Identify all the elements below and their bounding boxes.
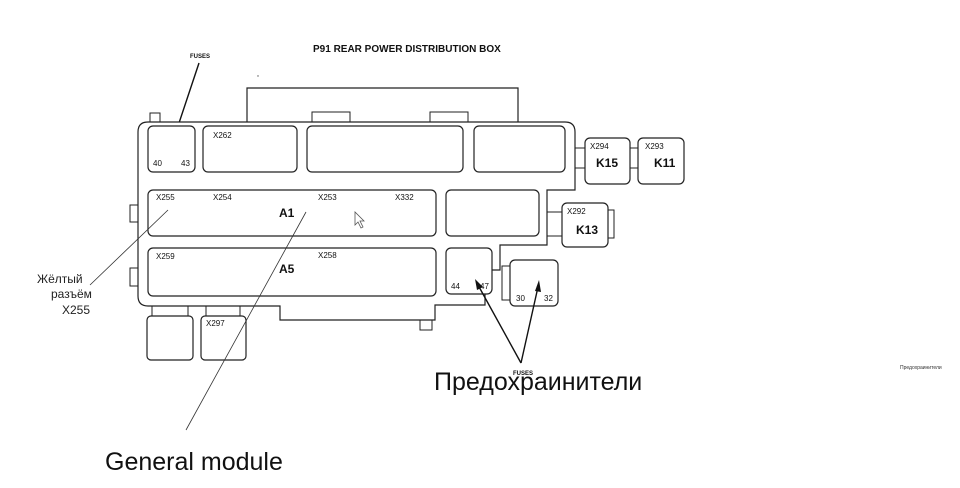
fuse-number-40: 40 xyxy=(153,159,162,168)
mid-right-cell xyxy=(445,189,540,237)
annotation-yellow-line2: разъём xyxy=(51,287,92,301)
fuse-number-44: 44 xyxy=(451,282,460,291)
annotation-fuses-ru-small: Предохраинители xyxy=(900,365,942,371)
fuse-block-30-32-bracket xyxy=(501,265,510,301)
fuses-bottom-arrow-left xyxy=(477,284,522,364)
k11-stem xyxy=(630,147,638,169)
leader-yellow-connector xyxy=(89,209,169,286)
relay-k15-box xyxy=(584,137,631,185)
connector-x297-label: X297 xyxy=(206,319,225,328)
cursor-icon xyxy=(354,211,365,229)
module-a1-box xyxy=(147,189,437,237)
annotation-yellow-line1: Жёлтый xyxy=(37,272,83,286)
connector-x294-label: X294 xyxy=(590,142,609,151)
relay-k15-label: K15 xyxy=(596,156,618,170)
bottom-connector-left-tab xyxy=(151,306,189,316)
fuses-bottom-label: FUSES xyxy=(513,371,533,377)
relay-k13-box xyxy=(561,202,609,248)
fuse-number-32: 32 xyxy=(544,294,553,303)
annotation-fuses-ru: Предохраинители xyxy=(434,368,642,396)
fuse-number-43: 43 xyxy=(181,159,190,168)
module-a1-label: A1 xyxy=(279,206,295,220)
connector-x292-label: X292 xyxy=(567,207,586,216)
connector-x255-label: X255 xyxy=(156,193,175,202)
fuses-bottom-arrowhead-right xyxy=(535,280,541,292)
top-left-notch xyxy=(149,112,161,122)
relay-k13-clip xyxy=(608,209,615,239)
relay-k11-box xyxy=(637,137,685,185)
k13-stem xyxy=(547,211,562,237)
annotation-general-module: General module xyxy=(105,448,283,476)
connector-x254-label: X254 xyxy=(213,193,232,202)
relay-k13-label: K13 xyxy=(576,223,598,237)
stray-dot xyxy=(257,75,259,77)
bottom-center-tab xyxy=(419,319,433,331)
annotation-yellow-line3: X255 xyxy=(62,303,90,317)
fuses-bottom-arrow-right xyxy=(520,286,539,364)
connector-x259-label: X259 xyxy=(156,252,175,261)
left-clip-lower xyxy=(129,267,138,287)
top-raised-housing xyxy=(246,87,519,122)
fuse-block-top-left xyxy=(147,125,196,173)
bottom-connector-left xyxy=(146,315,194,361)
connector-x297-tab xyxy=(205,306,241,316)
connector-x258-label: X258 xyxy=(318,251,337,260)
connector-x332-label: X332 xyxy=(395,193,414,202)
leader-general-module xyxy=(185,211,307,431)
left-clip-upper xyxy=(129,204,138,223)
fuse-block-44-47 xyxy=(445,247,493,295)
fuses-top-label: FUSES xyxy=(190,54,210,60)
top-right-cell xyxy=(473,125,566,173)
connector-x262-label: X262 xyxy=(213,131,232,140)
module-a5-box xyxy=(147,247,437,297)
fuses-bottom-arrowhead-left xyxy=(475,279,483,290)
fuse-number-47: 47 xyxy=(480,282,489,291)
connector-x293-label: X293 xyxy=(645,142,664,151)
connector-x253-label: X253 xyxy=(318,193,337,202)
diagram-title: P91 REAR POWER DISTRIBUTION BOX xyxy=(313,44,501,55)
top-center-cell xyxy=(306,125,464,173)
fuse-number-30: 30 xyxy=(516,294,525,303)
k15-stem xyxy=(575,147,585,169)
module-a5-label: A5 xyxy=(279,262,295,276)
connector-x262-box xyxy=(202,125,298,173)
connector-x297-box xyxy=(200,315,247,361)
relay-k11-label: K11 xyxy=(654,156,676,170)
